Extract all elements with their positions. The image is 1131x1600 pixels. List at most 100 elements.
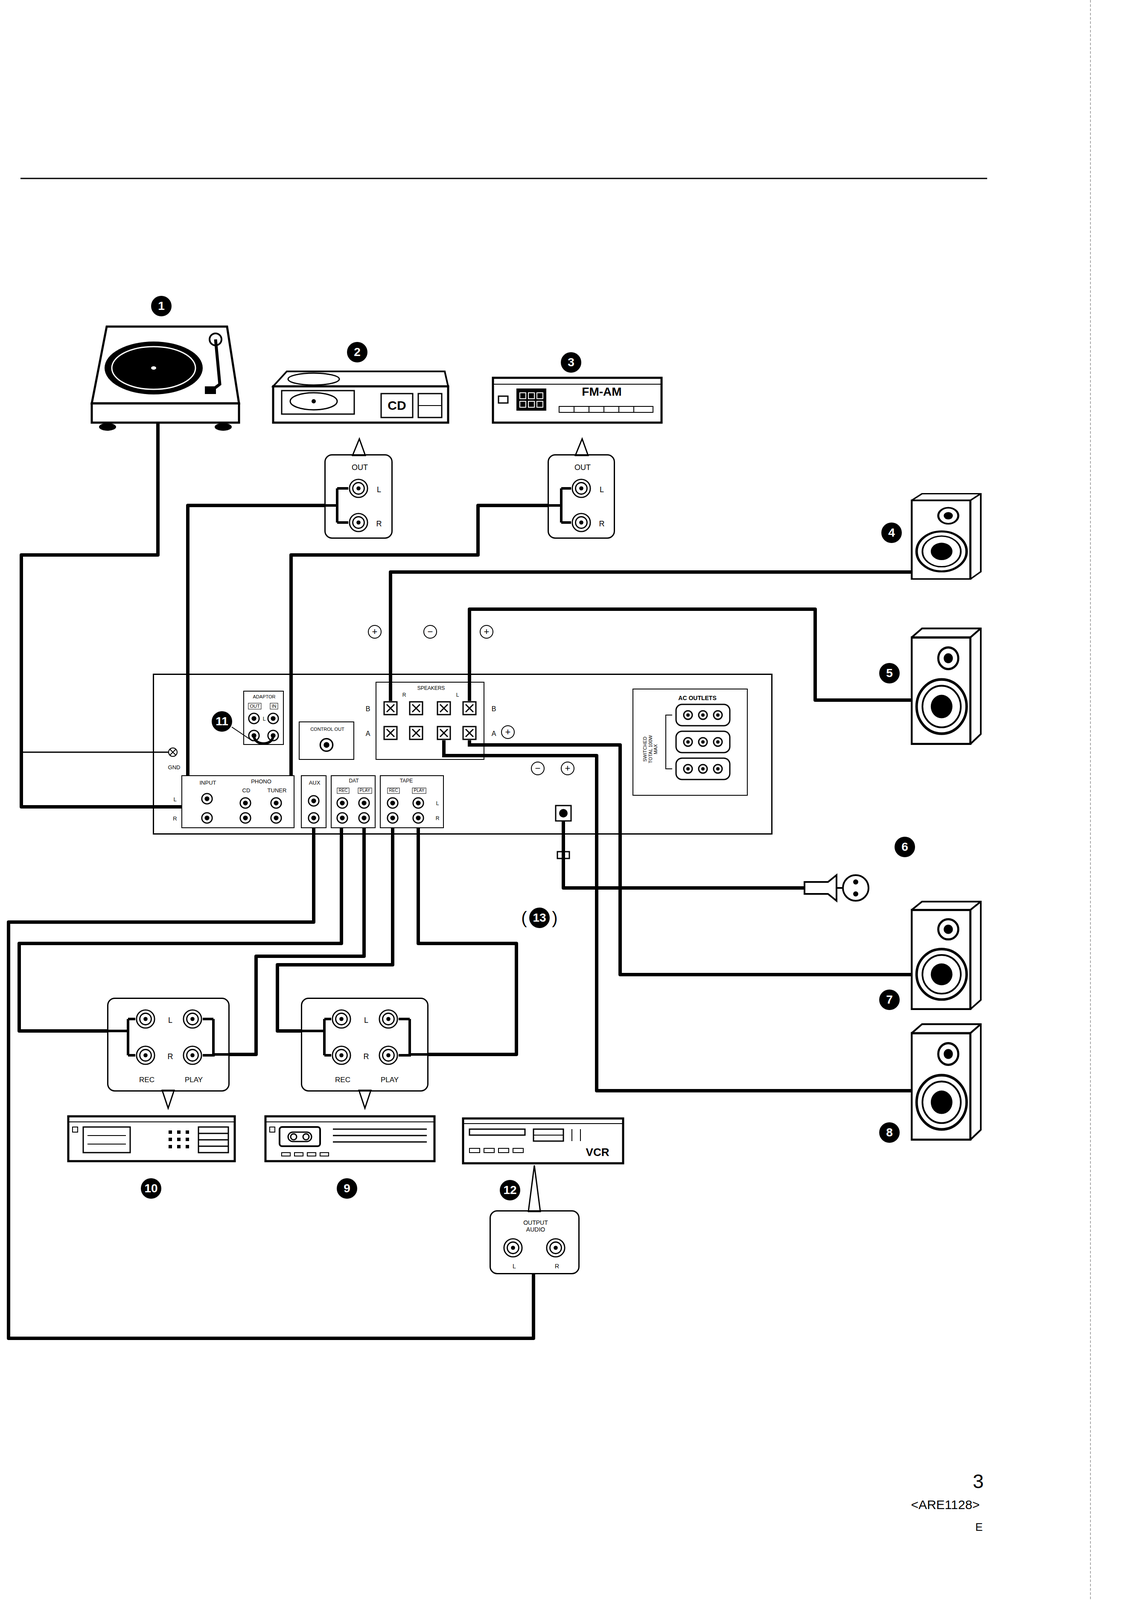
label-text: PLAY: [183, 1075, 204, 1085]
label-text: CD: [386, 398, 407, 414]
tape-deck-drawing: [68, 1121, 235, 1123]
rear-panel-drawing: [384, 701, 397, 715]
speaker: 7: [879, 900, 982, 1010]
polarity-mark: +: [560, 761, 575, 776]
cassette-deck-drawing: [290, 1133, 297, 1140]
cable: [484, 755, 880, 1091]
turntable: 1: [89, 294, 240, 440]
label-text: L: [376, 485, 382, 495]
label-text: E: [974, 1520, 984, 1534]
label-text: PLAY: [358, 787, 373, 794]
label-text: PLAY: [379, 1075, 400, 1085]
rear-panel-drawing: [555, 805, 572, 821]
jack-panel-drawing: [324, 479, 591, 532]
speaker-drawing: [879, 571, 913, 1091]
rear-panel-drawing: [561, 820, 566, 836]
speaker: 5: [879, 627, 982, 745]
label-text: R: [434, 815, 441, 822]
rear-panel-drawing: [240, 797, 251, 808]
power-plug-drawing: [853, 891, 859, 897]
jack-panel-drawing: [332, 1046, 351, 1064]
rear-panel-drawing: [387, 812, 398, 823]
jack-panel-drawing: [332, 1009, 351, 1028]
label-text: <ARE1128>: [909, 1497, 981, 1513]
callout-number: 10: [140, 1177, 162, 1199]
turntable-drawing: [204, 386, 216, 394]
label-text: SPEAKERS: [416, 685, 446, 692]
label-text: IN: [270, 702, 279, 710]
label-text: VCR: [585, 1145, 611, 1159]
rear-panel-drawing: [409, 726, 423, 740]
speaker: 8: [879, 1023, 982, 1141]
cd-player: 2CD: [270, 341, 449, 429]
rear-panel-drawing: [676, 731, 730, 753]
rear-panel-drawing: [308, 812, 319, 823]
rear-panel-drawing: [337, 797, 348, 808]
cassette-deck-drawing: [332, 1128, 427, 1142]
turntable-drawing: [151, 366, 157, 370]
cassette-deck-drawing: [265, 1121, 435, 1123]
rear-panel-drawing: [409, 701, 423, 715]
label-text: REC: [334, 1075, 352, 1085]
jack-panel-drawing: [162, 1090, 175, 1108]
rear-panel-drawing: [21, 681, 730, 859]
ac-outlets: AC OUTLETSSWITCHED TOTAL 100W MAX: [632, 688, 748, 796]
callout-number: 7: [879, 989, 900, 1010]
cable: [187, 505, 325, 776]
label-text: 3: [971, 1469, 985, 1493]
rear-panel-drawing: [676, 704, 730, 726]
rear-panel: GNDINPUTPHONOCDTUNERLRADAPTOROUTINLCONTR…: [152, 673, 773, 835]
tape-terminals: TAPERECPLAYLR: [379, 775, 444, 828]
rear-panel-drawing: [463, 701, 476, 715]
tuner-drawing: [492, 377, 662, 456]
label-text: TAPE: [399, 778, 414, 785]
label-text: L: [167, 1015, 174, 1025]
speaker-drawing: [911, 493, 981, 580]
cassette-deck-drawing: [303, 1133, 309, 1140]
callout-number: 13: [529, 907, 550, 928]
power-plug-drawing: [853, 879, 859, 885]
label-text: R: [171, 815, 178, 823]
label-text: L: [598, 485, 605, 495]
jack-panel-drawing: [136, 1009, 155, 1028]
label-text: L: [511, 1262, 517, 1270]
rear-panel-drawing: [201, 793, 213, 804]
rear-panel-drawing: [437, 726, 451, 740]
label-text: PLAY: [412, 787, 427, 794]
dat-terminals: DATRECPLAY: [330, 775, 376, 828]
cable: [469, 609, 880, 700]
callout-number: 6: [894, 836, 916, 857]
turntable-drawing: [99, 422, 117, 431]
power-plug-drawing: [789, 874, 869, 901]
callout-number: 2: [346, 341, 368, 363]
cd-player-drawing: [290, 392, 338, 410]
aux-terminals: AUX: [300, 775, 327, 828]
label-text: R: [375, 519, 383, 529]
input-terminals: INPUTPHONOCDTUNERLR: [181, 775, 295, 828]
cassette-deck-drawing: [288, 1131, 312, 1142]
jack-panel: OUTPUT AUDIOLR: [489, 1209, 580, 1274]
label-text: OUT: [573, 463, 592, 473]
rear-panel-drawing: [320, 738, 333, 751]
rear-panel-drawing: [169, 749, 176, 755]
label-text: OUTPUT AUDIO: [516, 1218, 555, 1233]
rear-panel-drawing: [248, 713, 260, 724]
tuner-drawing: [574, 406, 634, 413]
callout-number: 9: [336, 1177, 358, 1199]
callout-number: 8: [879, 1122, 900, 1143]
label-text: ADAPTOR: [252, 693, 277, 700]
cassette-deck-drawing: [265, 1116, 435, 1161]
tape-deck-drawing: [83, 1126, 131, 1153]
label-text: B: [490, 705, 498, 713]
label-text: TUNER: [266, 787, 288, 794]
page-rule: [1090, 0, 1091, 1600]
label-text: GND: [167, 764, 182, 771]
turntable-drawing: [211, 339, 220, 391]
label-text: SWITCHED TOTAL 100W MAX: [642, 731, 659, 767]
label-text: AUX: [308, 779, 322, 787]
rear-panel-drawing: [201, 812, 213, 823]
cable: [291, 505, 548, 776]
